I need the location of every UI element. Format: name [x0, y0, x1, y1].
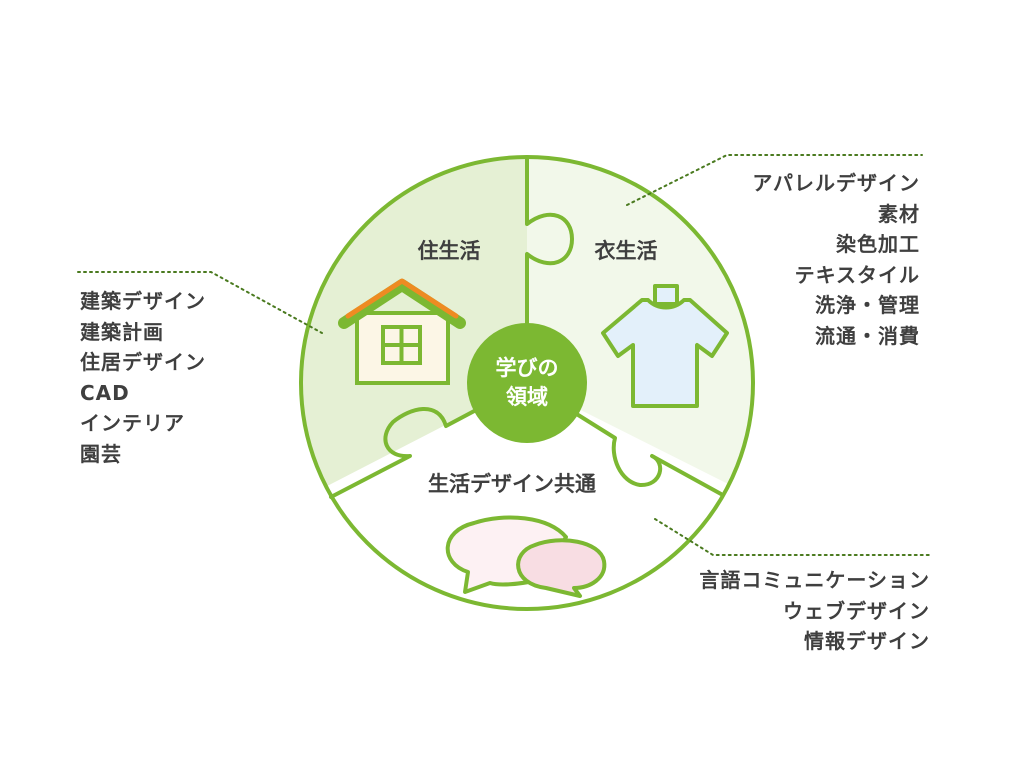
- list-item: 素材: [878, 201, 920, 226]
- common-label: 生活デザイン共通: [428, 472, 596, 496]
- list-item: CAD: [80, 380, 130, 405]
- center-label-line2: 領域: [506, 385, 548, 409]
- leader-line-common: [654, 518, 932, 556]
- list-item: 洗浄・管理: [815, 293, 920, 317]
- list-item: インテリア: [80, 411, 185, 435]
- house-icon: [338, 278, 466, 385]
- center-label-line1: 学びの: [496, 356, 559, 380]
- list-item: テキスタイル: [794, 262, 920, 287]
- center-badge: [467, 323, 587, 443]
- common-topic-list: 言語コミュニケーション ウェブデザイン 情報デザイン: [699, 565, 930, 657]
- list-item: 情報デザイン: [804, 629, 930, 653]
- divider-right: [525, 381, 723, 496]
- divider-left: [329, 381, 529, 499]
- list-item: ウェブデザイン: [783, 598, 930, 623]
- list-item: 建築計画: [80, 319, 164, 344]
- housing-label: 住生活: [418, 239, 481, 263]
- housing-topic-list: 建築デザイン 建築計画 住居デザイン CAD インテリア 園芸: [80, 286, 206, 469]
- divider-top: [525, 155, 574, 385]
- leader-line-housing: [77, 271, 323, 334]
- clothing-label: 衣生活: [595, 239, 658, 263]
- list-item: 建築デザイン: [80, 289, 206, 313]
- list-item: 流通・消費: [815, 323, 920, 348]
- list-item: 住居デザイン: [80, 350, 206, 374]
- tshirt-icon: [601, 284, 729, 408]
- leader-line-clothing: [626, 154, 923, 206]
- list-item: 言語コミュニケーション: [699, 568, 930, 592]
- speech-bubbles-icon: [445, 515, 607, 598]
- list-item: アパレルデザイン: [752, 171, 920, 195]
- clothing-topic-list: アパレルデザイン 素材 染色加工 テキスタイル 洗浄・管理 流通・消費: [752, 168, 920, 351]
- list-item: 園芸: [80, 441, 122, 466]
- list-item: 染色加工: [836, 232, 920, 256]
